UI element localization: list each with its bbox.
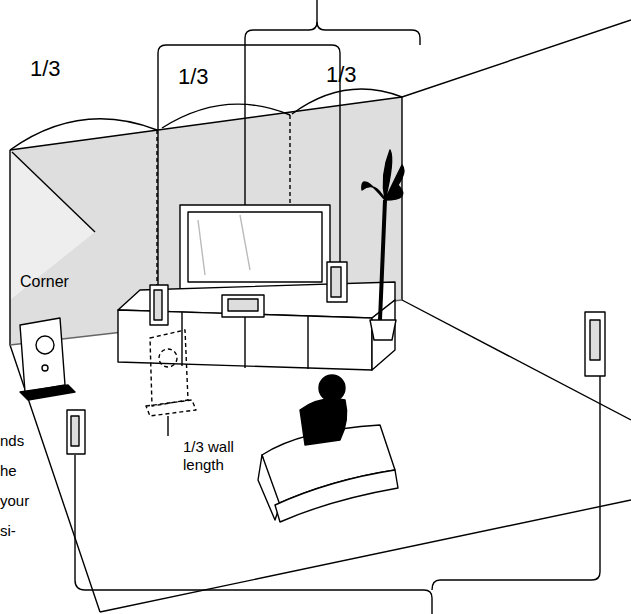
tv-frame bbox=[180, 205, 330, 293]
third-arc bbox=[292, 89, 402, 114]
subwoofer-alt bbox=[146, 330, 196, 416]
third-arc bbox=[162, 104, 290, 128]
wall-edge bbox=[402, 20, 631, 97]
corner-line bbox=[12, 152, 95, 232]
back-wall bbox=[10, 97, 402, 345]
leader-line bbox=[75, 455, 432, 614]
fraction-label: 1/3 bbox=[178, 64, 238, 90]
wall-edge bbox=[402, 300, 631, 420]
leader-line bbox=[432, 376, 600, 590]
screen-glare bbox=[198, 215, 250, 275]
cut-text: he bbox=[0, 462, 60, 480]
front-speaker bbox=[150, 262, 347, 325]
cabinet-door bbox=[182, 312, 308, 369]
fraction-label: 1/3 bbox=[30, 56, 90, 82]
cut-text: nds bbox=[0, 432, 60, 450]
plant bbox=[362, 150, 404, 340]
area-label: Corner bbox=[20, 272, 100, 291]
position-label: 1/3 wall length bbox=[183, 438, 255, 474]
tv-screen bbox=[188, 212, 322, 282]
sofa bbox=[258, 375, 398, 522]
surround-speaker bbox=[67, 312, 605, 454]
cut-text: your bbox=[0, 492, 60, 510]
wall-edge bbox=[10, 150, 100, 612]
fraction-label: 1/3 bbox=[326, 62, 386, 88]
cut-text: si- bbox=[0, 522, 60, 540]
floor-edge bbox=[100, 500, 631, 612]
subwoofer bbox=[20, 318, 75, 400]
third-arc bbox=[10, 119, 157, 150]
leader-line bbox=[317, 22, 420, 45]
leader-line bbox=[167, 416, 168, 436]
